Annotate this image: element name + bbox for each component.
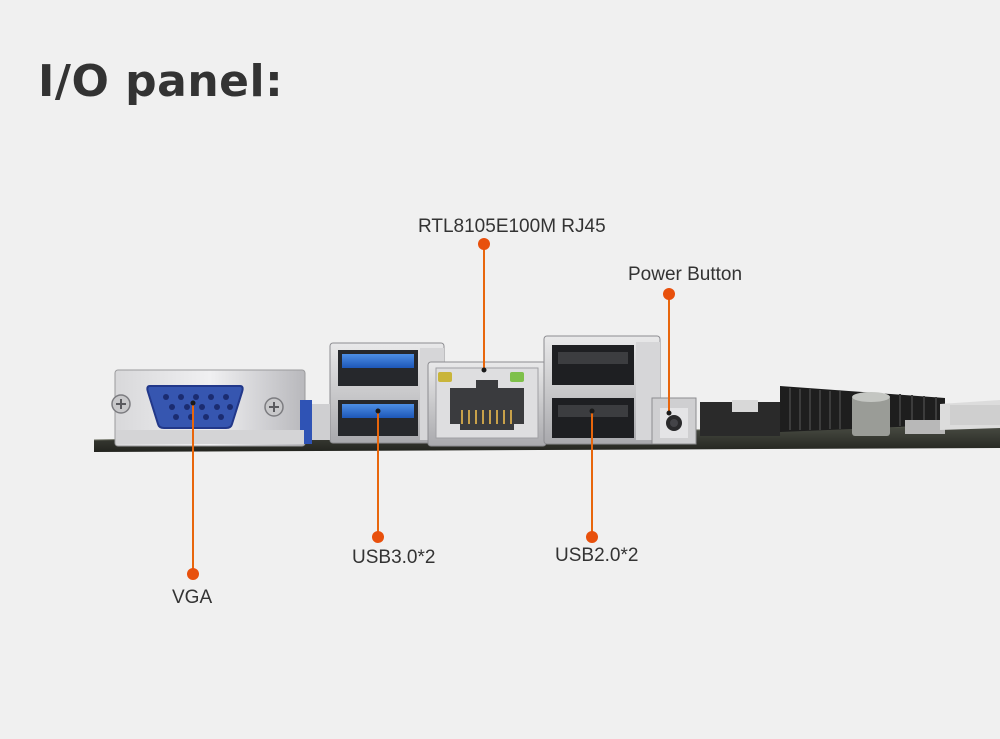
usb2-callout-dot: [586, 531, 598, 543]
usb2-connector: [543, 335, 661, 445]
rj45-label: RTL8105E100M RJ45: [418, 216, 606, 237]
power-button-label: Power Button: [628, 264, 743, 285]
board-components: [700, 386, 1000, 436]
page-title: I/O panel:: [38, 56, 284, 107]
callout-lines: [192, 244, 670, 574]
usb2-label: USB2.0*2: [555, 545, 639, 566]
rj45-callout-dot: [478, 238, 490, 250]
vga-callout-dot: [187, 568, 199, 580]
callout-endpoints: [190, 367, 672, 416]
vga-label: VGA: [172, 587, 213, 608]
usb3-callout-dot: [372, 531, 384, 543]
rj45-connector: [427, 361, 547, 447]
usb3-label: USB3.0*2: [352, 547, 436, 568]
vga-connector: [111, 369, 312, 447]
power-callout-dot: [663, 288, 675, 300]
power-button: [651, 397, 697, 445]
callout-dots: [187, 238, 675, 580]
